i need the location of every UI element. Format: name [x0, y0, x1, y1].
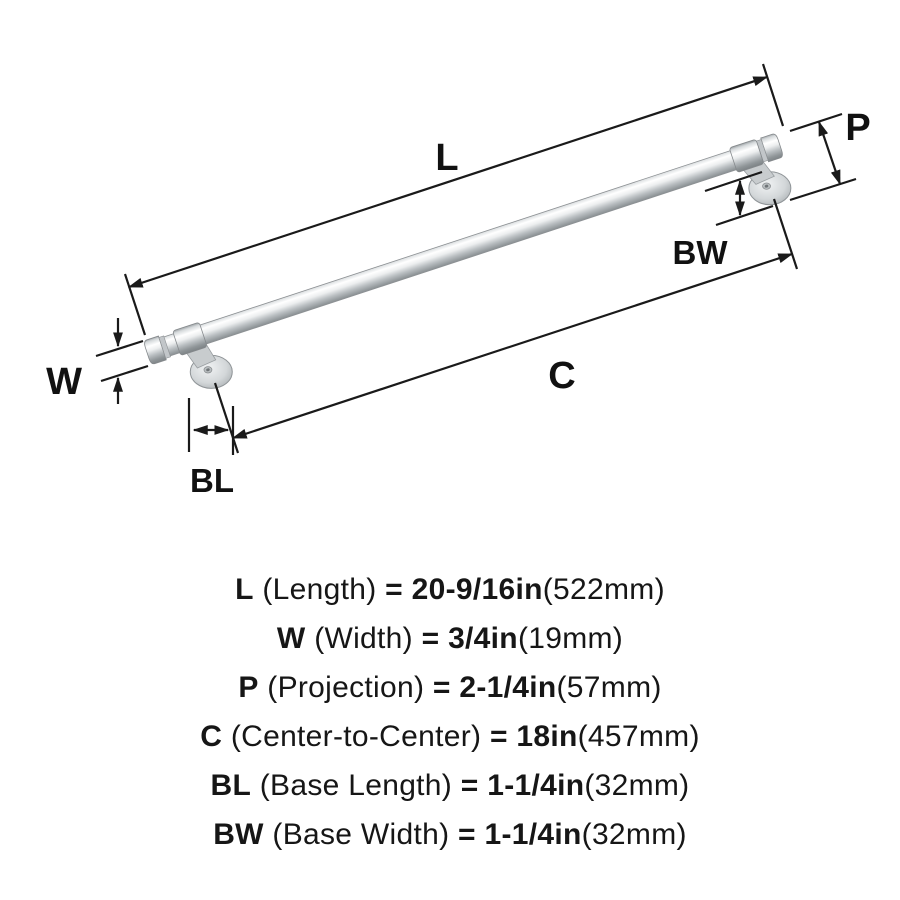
dim-center-to-center: C — [213, 198, 799, 454]
label-base-width: BW — [673, 234, 729, 271]
dim-base-length: BL — [187, 398, 235, 499]
spec-metric: (32mm) — [584, 769, 690, 802]
spec-code: W — [276, 622, 306, 655]
label-projection: P — [845, 107, 870, 149]
spec-line-center-to-center: C (Center-to-Center) = 18in(457mm) — [0, 712, 900, 761]
spec-equals: = — [432, 671, 451, 704]
spec-line-base-length: BL (Base Length) = 1-1/4in(32mm) — [0, 761, 900, 810]
spec-code: P — [238, 671, 259, 704]
extension-line — [95, 339, 144, 358]
label-base-length: BL — [190, 462, 234, 499]
label-width: W — [46, 361, 82, 403]
spec-value: 20-9/16in — [411, 573, 543, 606]
spec-value: 1-1/4in — [484, 818, 582, 851]
spec-metric: (57mm) — [556, 671, 662, 704]
spec-line-base-width: BW (Base Width) = 1-1/4in(32mm) — [0, 810, 900, 859]
spec-label: (Projection) — [267, 671, 425, 704]
dim-line — [231, 252, 794, 440]
label-length: L — [435, 137, 458, 179]
left-post-collar — [172, 322, 207, 356]
spec-metric: (19mm) — [517, 622, 624, 655]
dimension-diagram: L P BW C — [46, 63, 871, 499]
spec-label: (Width) — [314, 622, 413, 655]
spec-code: L — [235, 573, 254, 606]
spec-equals: = — [489, 720, 508, 753]
extension-line — [704, 170, 763, 193]
spec-metric: (522mm) — [542, 573, 665, 606]
extension-line — [213, 382, 240, 454]
spec-label: (Center-to-Center) — [230, 720, 482, 753]
spec-metric: (32mm) — [581, 818, 687, 851]
label-center-to-center: C — [548, 355, 575, 397]
spec-label: (Length) — [262, 573, 377, 606]
dimension-diagram-svg: L P BW C — [46, 63, 871, 499]
spec-list: L (Length) = 20-9/16in(522mm) W (Width) … — [0, 565, 900, 859]
spec-metric: (457mm) — [577, 720, 700, 753]
spec-line-length: L (Length) = 20-9/16in(522mm) — [0, 565, 900, 614]
spec-equals: = — [460, 769, 479, 802]
extension-line — [789, 112, 843, 133]
spec-equals: = — [458, 818, 476, 851]
dim-projection: P — [789, 107, 871, 202]
left-cap-ring — [158, 335, 171, 359]
spec-value: 2-1/4in — [459, 671, 557, 704]
spec-label: (Base Width) — [272, 818, 450, 851]
spec-code: C — [200, 720, 223, 753]
spec-equals: = — [385, 573, 403, 606]
spec-code: BW — [213, 818, 264, 851]
spec-value: 3/4in — [448, 622, 518, 655]
spec-label: (Base Length) — [259, 769, 453, 802]
extension-line — [789, 177, 857, 202]
spec-code: BL — [210, 769, 252, 802]
dim-line — [817, 120, 842, 186]
spec-equals: = — [421, 622, 440, 655]
dim-line — [127, 75, 769, 289]
spec-value: 18in — [516, 720, 578, 753]
spec-line-projection: P (Projection) = 2-1/4in(57mm) — [0, 663, 900, 712]
spec-value: 1-1/4in — [487, 769, 585, 802]
spec-line-width: W (Width) = 3/4in(19mm) — [0, 614, 900, 663]
left-screw-hole-center — [206, 368, 210, 372]
extension-line — [100, 364, 149, 383]
left-end-cap — [144, 335, 167, 365]
dim-width: W — [46, 318, 149, 404]
extension-line — [715, 204, 774, 227]
extension-line — [761, 63, 785, 127]
dim-length: L — [123, 63, 785, 336]
